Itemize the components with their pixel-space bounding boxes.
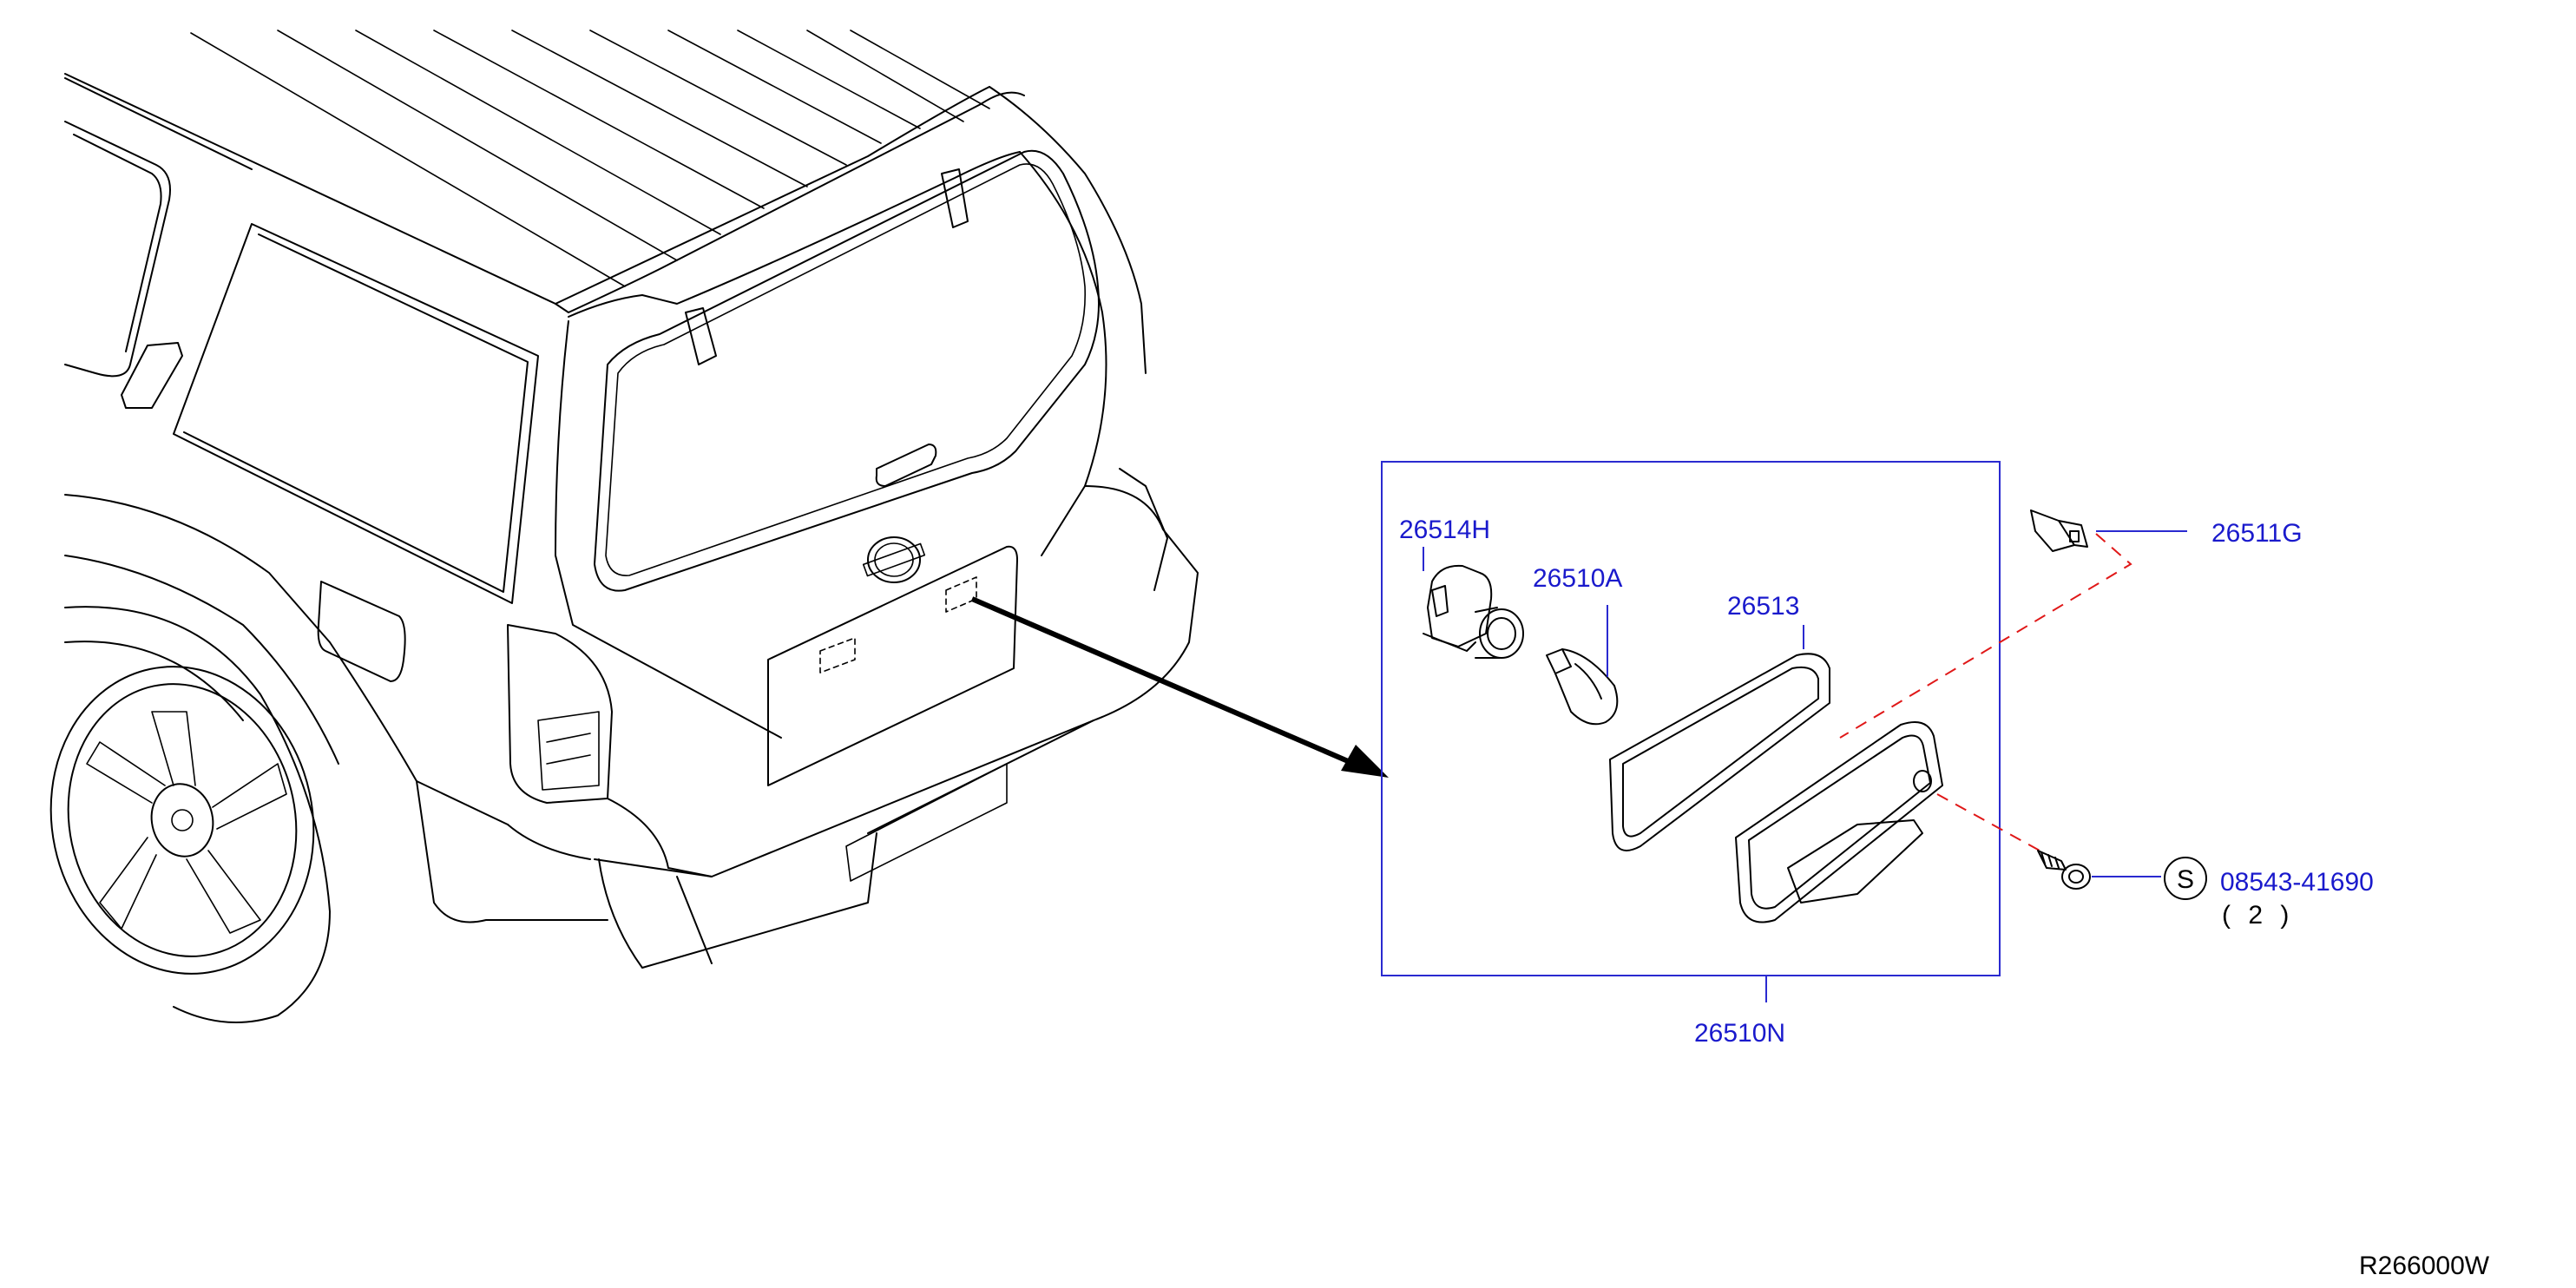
screw-quantity: ( 2 ) — [2222, 901, 2294, 930]
assembly-detail-box — [1381, 461, 2001, 976]
callout-26514H: 26514H — [1399, 516, 1490, 544]
callout-26511G: 26511G — [2211, 519, 2303, 548]
screw-symbol-circle — [2164, 857, 2207, 900]
callout-26513: 26513 — [1727, 592, 1799, 621]
lamp-lens-housing-part — [1735, 721, 1943, 923]
callout-26510N: 26510N — [1694, 1019, 1785, 1048]
figure-code: R266000W — [2359, 1252, 2490, 1280]
callout-08543-41690: 08543-41690 — [2220, 868, 2374, 897]
screw-symbol-letter: S — [2177, 865, 2194, 894]
bulb-part — [1546, 648, 1619, 726]
clip-guide-line — [1839, 533, 2132, 739]
callout-26510A: 26510A — [1533, 564, 1622, 593]
emblem — [862, 536, 926, 583]
vehicle-rear-illustration — [49, 30, 1199, 1023]
bulb-socket-part — [1423, 564, 1524, 659]
screw-part — [2037, 850, 2091, 890]
pointer-arrow — [970, 596, 1389, 778]
rear-wheel — [49, 666, 315, 975]
gasket-part — [1609, 653, 1830, 851]
screw-guide-line — [1936, 793, 2040, 851]
clip-part — [2030, 509, 2088, 552]
